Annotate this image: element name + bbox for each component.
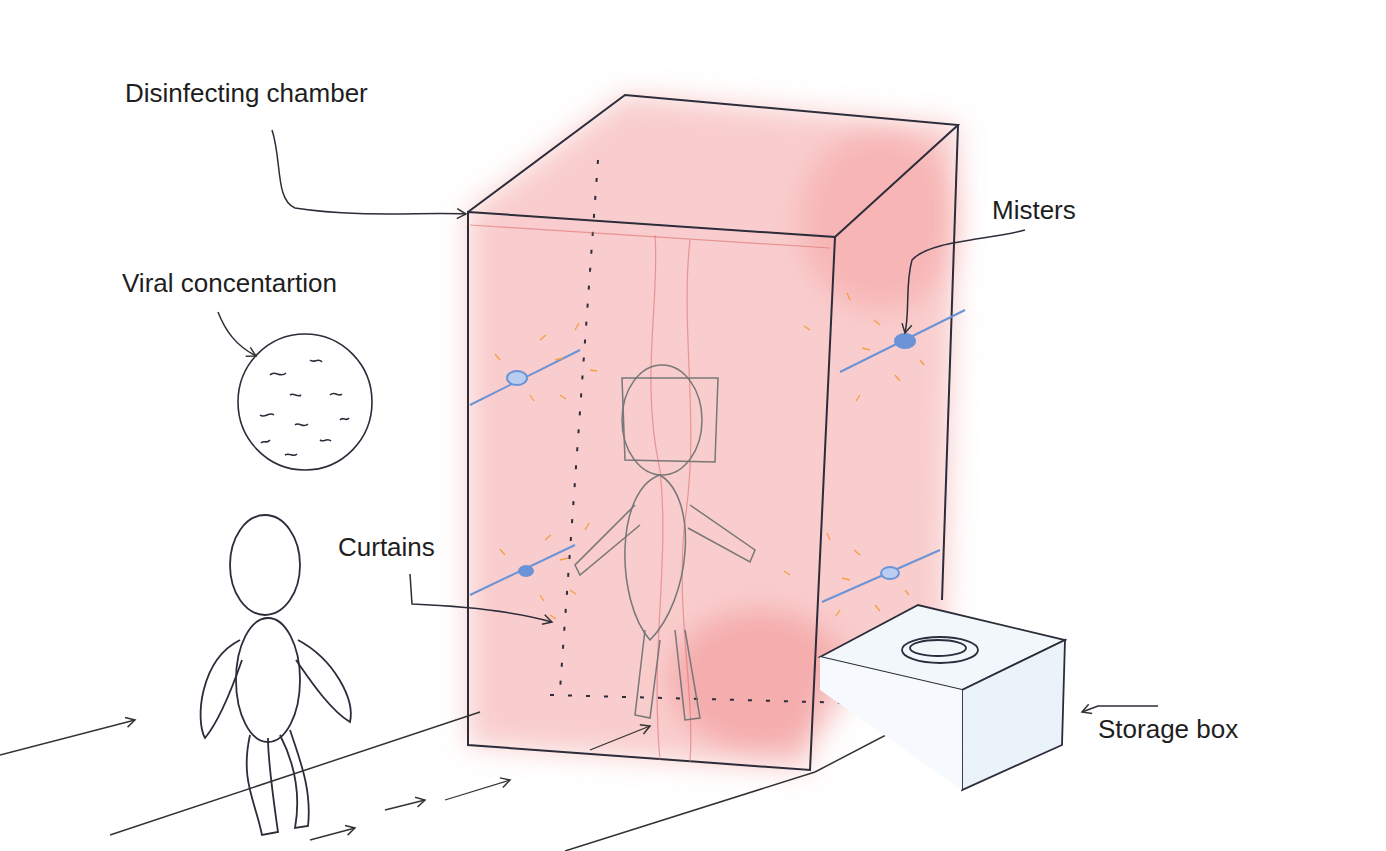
leader-lines [218,130,1158,712]
virus-particle [238,334,372,470]
mister-nozzles [470,310,965,602]
walking-person [201,515,351,835]
part-label: Storage box [1098,714,1238,744]
part-label: Curtains [338,532,435,562]
mist-spray [495,293,924,619]
part-label: Disinfecting chamber [125,78,368,108]
floor-arrows [0,720,650,840]
person-in-chamber [575,365,755,720]
part-label: Misters [992,195,1076,225]
curtain-folds [470,225,830,762]
storage-box [820,605,1065,790]
floor-lines [110,712,930,851]
part-label: Viral concentartion [122,268,337,298]
